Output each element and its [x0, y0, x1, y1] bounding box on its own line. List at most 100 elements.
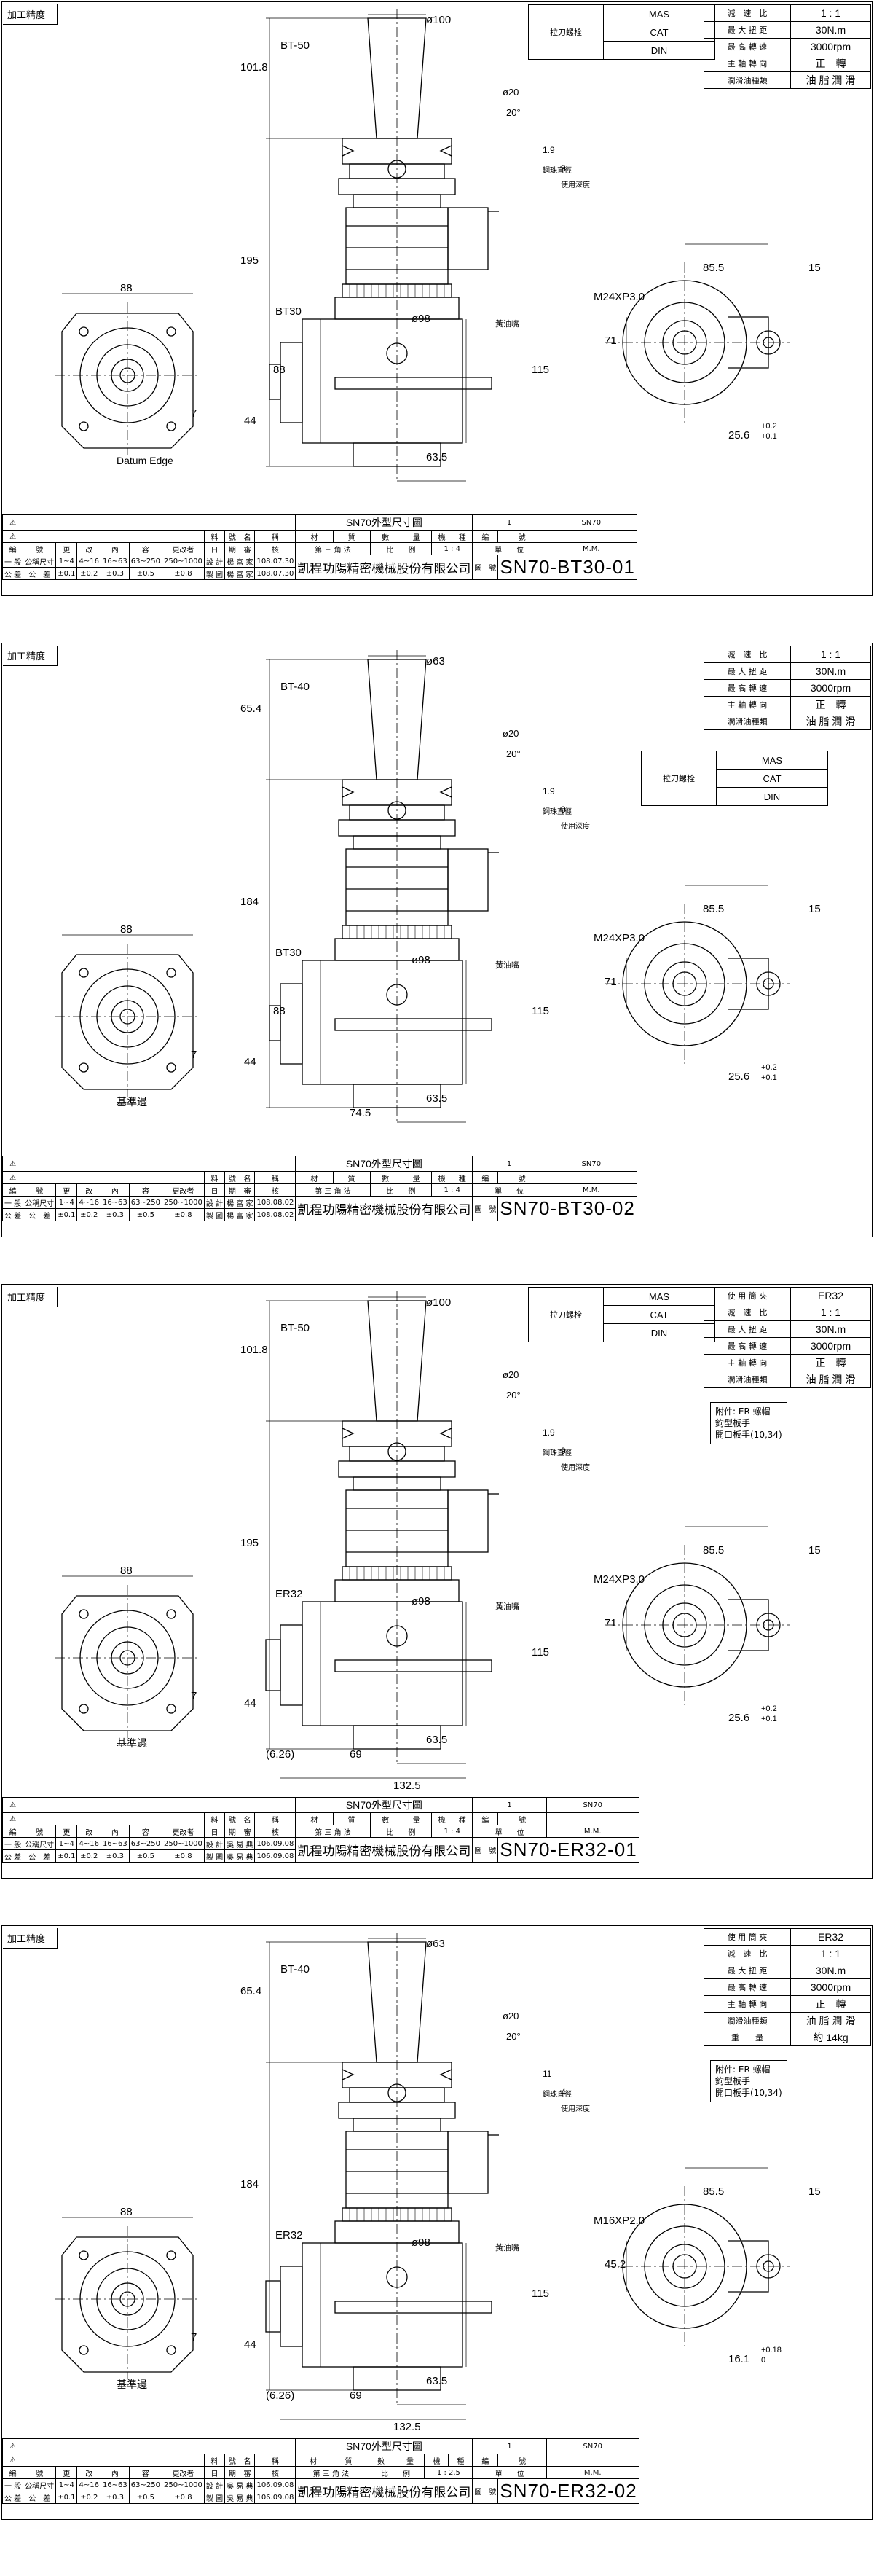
grease-nipple	[386, 2266, 408, 2288]
spec-key: 最 大 扭 距	[704, 1962, 791, 1979]
column-header: 名	[239, 1812, 256, 1825]
revision-mark: ⚠	[1, 514, 24, 531]
tolerance-cell: ±0.2	[76, 1849, 101, 1863]
spec-row: 潤滑油種類油 脂 潤 滑	[704, 71, 871, 89]
height-top-dim: 101.8	[240, 1344, 268, 1356]
sheet-border	[1, 1925, 873, 2520]
column-header: 材	[295, 2454, 331, 2467]
empty-cell	[23, 530, 205, 543]
revision-header: 核	[254, 2466, 296, 2479]
column-header: 機	[431, 1812, 453, 1825]
spec-value: 1 : 1	[790, 646, 871, 663]
spec-value: 油 脂 潤 滑	[790, 71, 871, 89]
height-mid-dim: 184	[240, 896, 259, 908]
designer-name: 吳 易 典	[224, 2478, 256, 2491]
height-44-dim: 44	[244, 415, 256, 427]
height-115-dim: 115	[532, 2287, 549, 2300]
quantity-value: 1	[472, 2438, 547, 2454]
general-tolerance-cell: 250~1000	[161, 1196, 205, 1209]
column-header: 料	[203, 530, 226, 543]
column-header: 質	[332, 530, 371, 543]
height-44-dim: 44	[244, 2338, 256, 2351]
mounting-hole	[166, 421, 176, 431]
column-header: 種	[452, 530, 473, 543]
tolerance-cell: ±0.8	[161, 2491, 205, 2504]
unit-value: M.M.	[545, 542, 637, 555]
mounting-hole	[166, 968, 176, 978]
revision-header: 號	[23, 1183, 57, 1197]
side-88-dim: 88	[120, 282, 133, 294]
revision-mark: ⚠	[1, 1812, 24, 1825]
tolerance-cell: ±0.2	[76, 1208, 101, 1221]
v-groove	[342, 786, 452, 798]
accessory-item: 開口板手(10,34)	[715, 1430, 782, 1440]
spec-key: 潤滑油種類	[704, 71, 791, 89]
column-header: 質	[332, 1812, 371, 1825]
projection-method: 第 三 角 法	[295, 2466, 367, 2479]
quantity-value: 1	[472, 1797, 547, 1813]
scale-value: 1 : 4	[431, 542, 473, 555]
column-header: 量	[400, 1171, 433, 1184]
tolerance-cell: 公 差	[23, 2491, 57, 2504]
tolerance-cell: 公 差	[1, 1849, 24, 1863]
company-name: 凱程功陽精密機械股份有限公司	[295, 1196, 473, 1221]
side-7-dim: 7	[191, 2331, 197, 2344]
column-header: 量	[400, 1812, 433, 1825]
spec-row: 潤滑油種類油 脂 潤 滑	[704, 1371, 871, 1388]
accessories-box: 附件: ER 螺帽鉤型板手開口板手(10,34)	[710, 2060, 787, 2102]
revision-header: 編	[1, 2466, 24, 2479]
grease-nipple-label: 黃油嘴	[495, 320, 519, 329]
column-header: 種	[452, 1812, 473, 1825]
front-15-dim: 15	[808, 1544, 821, 1557]
accessory-item: 附件: ER 螺帽	[715, 2064, 771, 2075]
spec-value: 1 : 1	[790, 4, 871, 22]
spec-row: 主 軸 轉 向正 轉	[704, 55, 871, 72]
revision-header: 改	[76, 2466, 101, 2479]
height-mid-dim: 195	[240, 254, 259, 267]
revision-header: 期	[224, 542, 240, 555]
front-width-dim: 85.5	[703, 262, 725, 274]
revision-mark: ⚠	[1, 2438, 24, 2454]
tolerance-cell: ±0.8	[161, 567, 205, 580]
revision-header: 核	[254, 542, 296, 555]
company-name: 凱程功陽精密機械股份有限公司	[295, 2478, 473, 2504]
tolerance-upper: +0.2	[761, 1704, 777, 1713]
mounting-hole	[79, 1062, 89, 1073]
tolerance-cell: ±0.1	[55, 1849, 78, 1863]
ball-dia-value: 1.9	[543, 786, 555, 796]
spec-key: 主 軸 轉 向	[704, 696, 791, 713]
datum-edge-label: 基準邊	[117, 1096, 147, 1108]
machining-accuracy-label: 加工精度	[3, 1287, 58, 1307]
drafting-label: 製 圖	[203, 1208, 226, 1221]
revision-mark: ⚠	[1, 530, 24, 543]
width-extra-dim: 69	[350, 1748, 362, 1761]
revision-header: 內	[100, 1825, 130, 1838]
tolerance-cell: 公 差	[23, 567, 57, 580]
tolerance-upper: +0.2	[761, 422, 777, 431]
column-header: 量	[395, 2454, 425, 2467]
tolerance-cell: 公 差	[1, 567, 24, 580]
tolerance-cell: ±0.8	[161, 1849, 205, 1863]
angle-dim: 20°	[506, 748, 521, 759]
side-88-dim: 88	[120, 1565, 133, 1577]
column-header: 號	[497, 1171, 546, 1184]
column-header: 號	[224, 1812, 240, 1825]
front-view	[605, 243, 790, 423]
designer-name: 楊 富 家	[224, 555, 256, 568]
general-tolerance-cell: 公稱尺寸	[23, 2478, 57, 2491]
tolerance-upper: +0.18	[761, 2346, 782, 2354]
tolerance-lower: +0.1	[761, 432, 777, 441]
projection-method: 第 三 角 法	[295, 542, 371, 555]
tolerance-cell: 公 差	[1, 1208, 24, 1221]
drawing-title: SN70外型尺寸圖	[295, 2438, 473, 2454]
column-header: 號	[224, 1171, 240, 1184]
tolerance-cell: ±0.2	[76, 567, 101, 580]
quantity-value: 1	[472, 1156, 546, 1172]
